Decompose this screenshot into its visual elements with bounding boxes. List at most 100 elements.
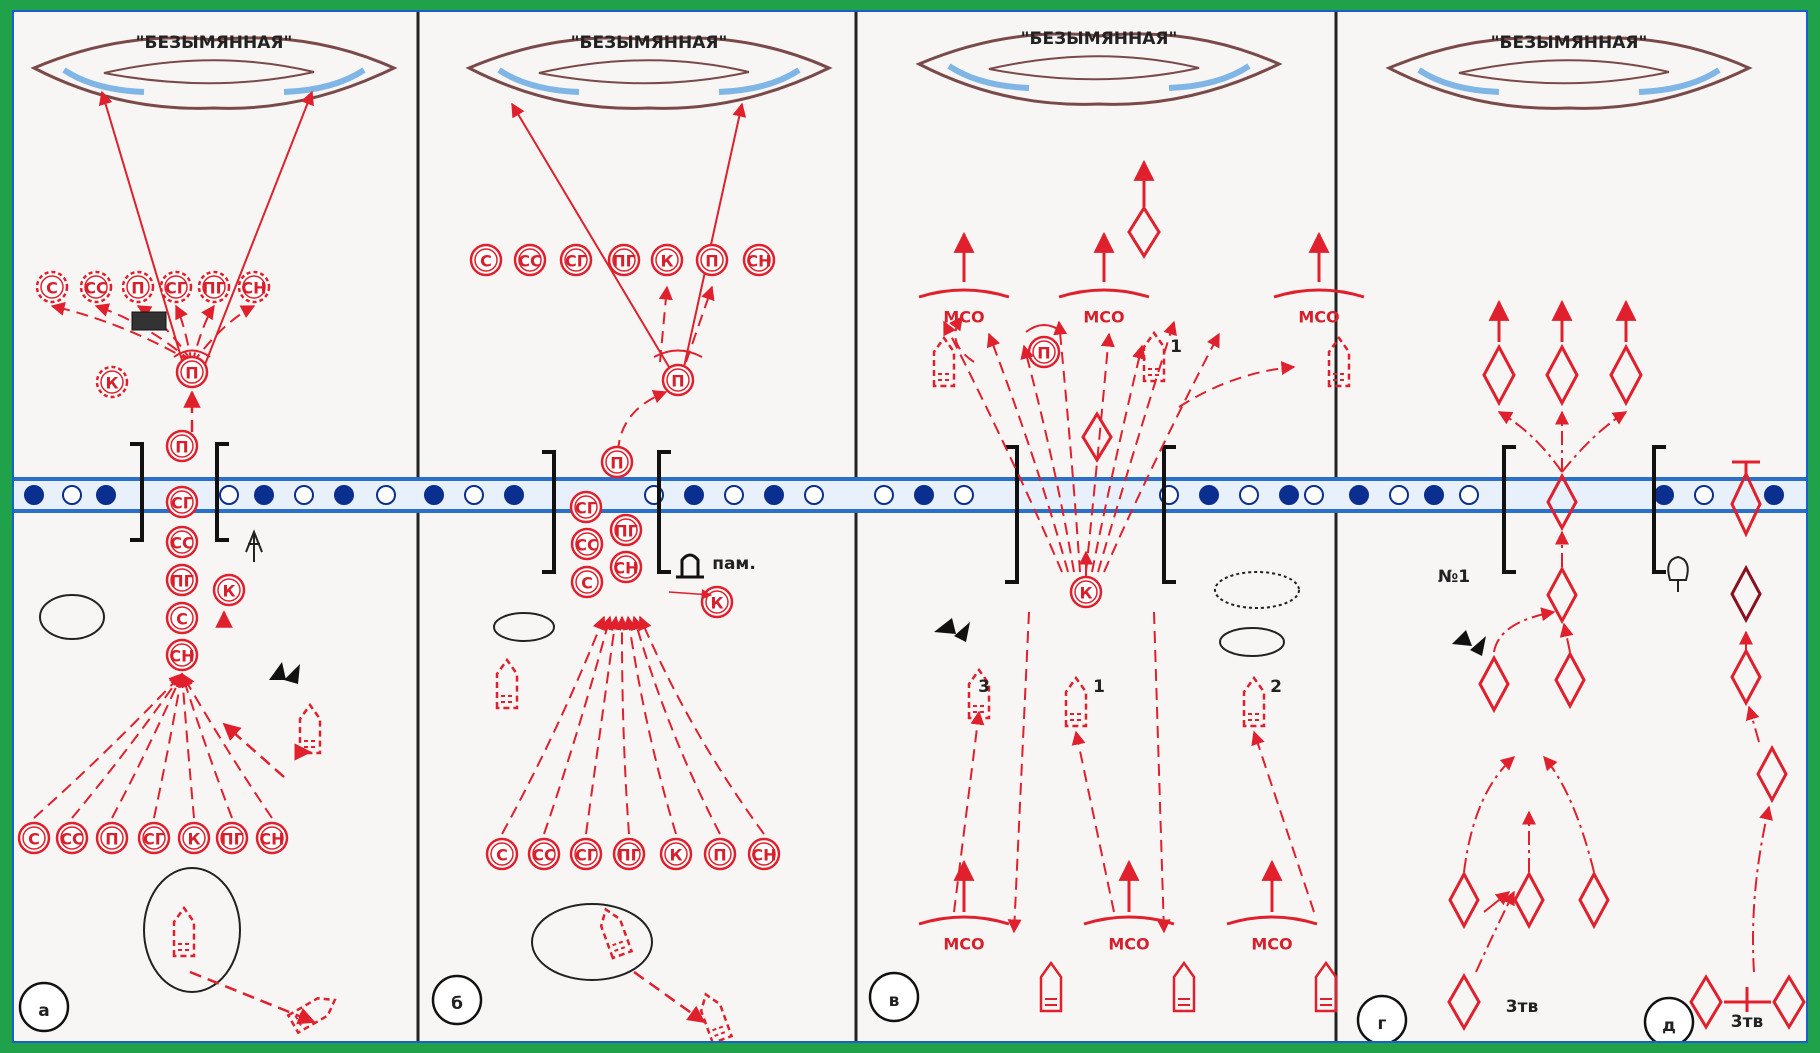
- approach-route-4: [1154, 612, 1164, 932]
- tree-icon: [1668, 557, 1688, 592]
- advance-arrow-3: [154, 674, 182, 818]
- panel-letter-2: в: [870, 973, 918, 1021]
- vehicle-path: [190, 972, 314, 1022]
- unit-bottom-3: СГ: [139, 823, 169, 853]
- mso-arc: [919, 290, 1009, 297]
- fire-line-left: [512, 104, 669, 367]
- road-dot: [1350, 486, 1368, 504]
- unit-label: К: [187, 830, 200, 849]
- panel-letter-text: в: [889, 991, 900, 1011]
- unit-label: СН: [169, 647, 194, 666]
- panel-letter-0: а: [20, 983, 68, 1031]
- unit-top-6: СН: [744, 245, 774, 275]
- monument-icon: [676, 555, 704, 577]
- unit-label: СГ: [143, 830, 165, 849]
- lead-crossbar: [1732, 462, 1760, 474]
- unit-bottom-1: СС: [57, 823, 87, 853]
- unit-top-5: П: [697, 245, 727, 275]
- hill-name: "БЕЗЫМЯННАЯ": [1491, 33, 1648, 53]
- tank-start-2: [1580, 874, 1608, 926]
- road-dot: [1695, 486, 1713, 504]
- vehicle-body: [1316, 963, 1336, 1011]
- route-start-2: [1544, 757, 1594, 872]
- unit-label: СГ: [575, 846, 597, 865]
- advance-arrow-5: [634, 617, 720, 834]
- unit-bottom-4: К: [179, 823, 209, 853]
- hill-bezymyannaya: "БЕЗЫМЯННАЯ": [1389, 33, 1749, 108]
- unit-p-head: П: [663, 365, 693, 395]
- deploy-arrow: [1484, 892, 1509, 912]
- vehicle-rear: [288, 991, 340, 1032]
- unit-top-1: СС: [81, 272, 111, 302]
- trench-right: [719, 70, 799, 92]
- vehicle-number-3: 3: [978, 677, 990, 697]
- unit-bottom-6: СН: [749, 839, 779, 869]
- column-unit-1: СГ: [167, 487, 197, 517]
- breakthrough-route-2: [1024, 346, 1074, 572]
- unit-label: ПГ: [220, 830, 244, 849]
- unit-label: СС: [60, 830, 83, 849]
- breakthrough-route-1: [989, 334, 1068, 572]
- road-dot: [425, 486, 443, 504]
- tank-attack-2: [1611, 347, 1641, 403]
- advance-arrow-0: [502, 617, 604, 834]
- echelon-tank-right: [1774, 977, 1804, 1027]
- unit-top-4: К: [652, 245, 682, 275]
- unit-label: С: [581, 574, 593, 593]
- unit-bottom-3: ПГ: [614, 839, 644, 869]
- vehicle-bottom-2: [1316, 963, 1336, 1011]
- unit-label: СС: [575, 536, 598, 555]
- unit-label: К: [710, 594, 723, 613]
- unit-k-right: К: [214, 575, 244, 605]
- road-dot: [63, 486, 81, 504]
- trench-right: [284, 70, 364, 92]
- approach-route-3: [1014, 612, 1029, 932]
- unit-label: ПГ: [170, 572, 194, 591]
- tank-attack-1: [1547, 347, 1577, 403]
- unit-label: К: [105, 374, 118, 393]
- aircraft-icon: [934, 618, 970, 642]
- road-dot: [1305, 486, 1323, 504]
- advance-arrow-1: [72, 674, 182, 818]
- unit-label: П: [105, 830, 118, 849]
- advance-arrow-6: [640, 617, 764, 834]
- breakthrough-route-5: [1092, 346, 1142, 572]
- road: [14, 477, 1806, 513]
- deploy-arrow-4: [192, 306, 214, 364]
- column-unit-3: С: [572, 567, 602, 597]
- mso-label: МСО: [1083, 308, 1124, 327]
- mso-bottom-2: МСО: [1227, 917, 1317, 954]
- tank-start-0: [1450, 874, 1478, 926]
- road-dot: [1390, 486, 1408, 504]
- column-unit-0: П: [602, 447, 632, 477]
- vehicle-bottom-1: [1174, 963, 1194, 1011]
- panel-letter-text: г: [1378, 1014, 1387, 1034]
- vehicle-tracks: [1320, 999, 1332, 1005]
- unit-bottom-2: П: [97, 823, 127, 853]
- vehicle-tracks: [1178, 999, 1190, 1005]
- unit-label: С: [46, 279, 58, 298]
- road-dot: [255, 486, 273, 504]
- vehicle-advance: [497, 660, 517, 708]
- hill-name: "БЕЗЫМЯННАЯ": [136, 33, 293, 53]
- route-right-exit: [1179, 367, 1294, 407]
- route-right: [1562, 412, 1626, 472]
- column-unit-4: ПГ: [611, 515, 641, 545]
- unit-top-2: П: [123, 272, 153, 302]
- unit-p: П: [1029, 337, 1059, 367]
- advance-arrow-4: [182, 674, 194, 818]
- vehicle-body: [300, 705, 320, 753]
- advance-arrow-3: [622, 617, 629, 834]
- terrain-outline: [494, 613, 554, 641]
- mso-arc: [1059, 290, 1149, 297]
- fire-line-right: [684, 104, 742, 367]
- road-dot: [295, 486, 313, 504]
- unit-label: СГ: [565, 252, 587, 271]
- vehicle-body: [1066, 678, 1086, 726]
- vehicle-body: [596, 906, 631, 958]
- unit-label: П: [1037, 344, 1050, 363]
- vehicle-body: [934, 338, 954, 386]
- unit-label: С: [176, 610, 188, 629]
- obstacle-block: [132, 312, 166, 330]
